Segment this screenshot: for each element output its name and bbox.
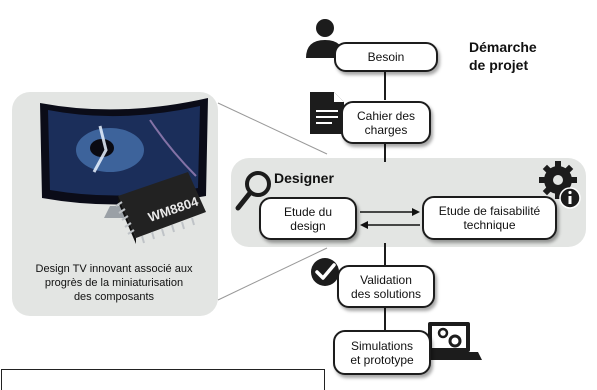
node-simulations-line-2: et prototype <box>350 352 414 367</box>
node-validation: Validation des solutions <box>337 265 435 308</box>
title-line-2: de projet <box>469 57 529 73</box>
node-etude-design-line-1: Etude du <box>283 204 333 219</box>
tv-caption-line-3: des composants <box>73 291 155 303</box>
node-cahier-line-1: Cahier des <box>356 108 416 123</box>
node-cahier-line-2: charges <box>364 122 408 137</box>
tv-caption-line-2: progrès de la miniaturisation <box>44 277 184 289</box>
node-simulations-line-1: Simulations <box>350 338 414 353</box>
diagram-title: Démarche de projet <box>469 38 537 74</box>
perspective-line-top <box>217 102 328 155</box>
node-simulations: Simulations et prototype <box>333 330 431 375</box>
laptop-gears-icon <box>416 322 482 360</box>
bottom-text-box <box>1 369 325 390</box>
document-icon <box>310 92 344 134</box>
tv-caption: Design TV innovant associé aux progrès d… <box>16 262 212 304</box>
node-validation-line-1: Validation <box>360 272 412 287</box>
gear-info-icon <box>539 161 581 209</box>
node-cahier-des-charges: Cahier des charges <box>341 101 431 144</box>
arrow-right-head <box>412 208 420 216</box>
check-circle-icon <box>311 258 339 286</box>
perspective-line-bottom <box>217 247 328 301</box>
title-line-1: Démarche <box>469 39 537 55</box>
magnifier-icon <box>235 171 271 211</box>
arrow-left-head <box>360 221 368 229</box>
node-besoin: Besoin <box>334 42 438 72</box>
designer-label: Designer <box>274 170 334 186</box>
node-faisabilite-line-1: Etude de faisabilité <box>438 204 541 218</box>
node-besoin-label: Besoin <box>367 50 405 64</box>
tv-caption-line-1: Design TV innovant associé aux <box>35 263 193 275</box>
node-validation-line-2: des solutions <box>350 286 422 301</box>
node-etude-design-line-2: design <box>290 218 326 233</box>
node-faisabilite-line-2: technique <box>463 218 516 232</box>
node-etude-faisabilite: Etude de faisabilité technique <box>422 196 557 240</box>
chip-illustration: WM8804 <box>115 172 206 244</box>
node-etude-design: Etude du design <box>259 197 357 240</box>
